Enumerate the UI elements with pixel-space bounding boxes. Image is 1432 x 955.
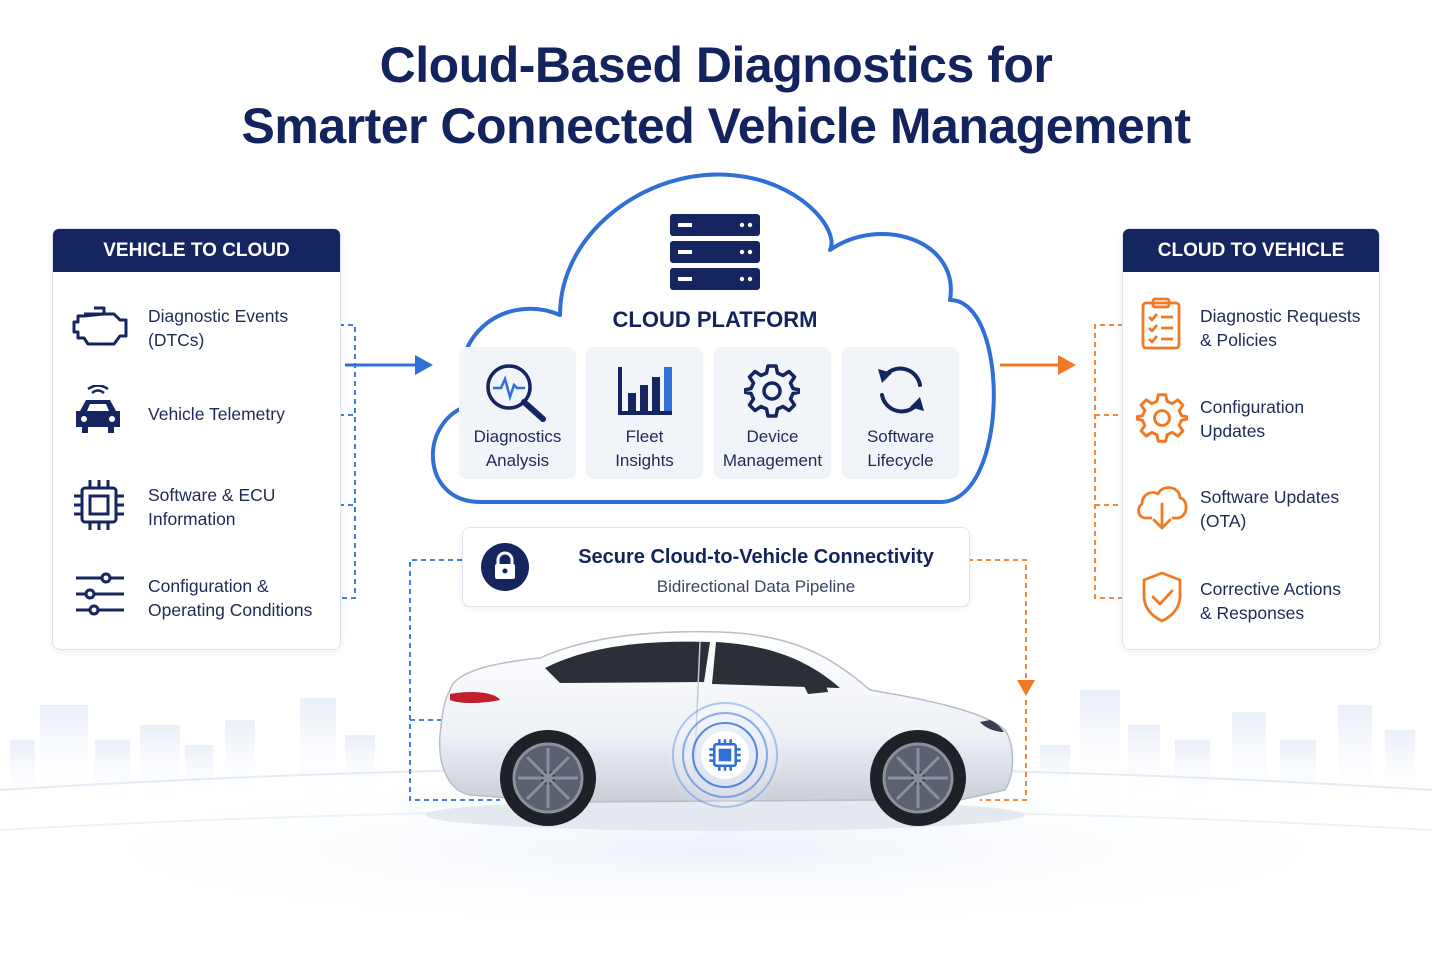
tile-software-lifecycle: Software Lifecycle [842,347,959,479]
page-title-line-1: Cloud-Based Diagnostics for [379,37,1053,93]
lock-icon [481,543,529,591]
left-item-label-4: Configuration & Operating Conditions [148,576,313,620]
cloud-platform-title: CLOUD PLATFORM [612,307,818,332]
server-icon [670,214,760,290]
tile-fleet-insights: Fleet Insights [586,347,703,479]
secure-connectivity-subtitle: Bidirectional Data Pipeline [656,577,856,596]
left-item-label-3: Software & ECU Information [148,485,276,529]
magnifier-pulse-icon [486,364,546,422]
cloud-to-vehicle-header: CLOUD TO VEHICLE [1123,229,1379,272]
secure-connectivity-box: Secure Cloud-to-Vehicle Connectivity Bid… [462,527,970,607]
chip-icon [709,739,741,771]
arrow-right-icon [1058,355,1076,375]
left-item-label-2: Vehicle Telemetry [148,404,285,424]
right-item-label-2: Configuration Updates [1200,397,1305,441]
vehicle-to-cloud-panel: VEHICLE TO CLOUD [52,228,341,650]
tile-label-device-management: Device Management [722,427,823,470]
left-item-label-1: Diagnostic Events (DTCs) [148,306,289,350]
arrow-down-icon [1017,680,1035,696]
shield-check-icon [1142,571,1182,623]
right-item-label-1: Diagnostic Requests & Policies [1200,306,1361,350]
tile-label-diagnostics-analysis: Diagnostics Analysis [473,427,562,470]
connected-car-icon [76,385,120,433]
tile-label-software-lifecycle: Software Lifecycle [866,427,935,470]
tile-device-management: Device Management [714,347,831,479]
engine-icon [72,306,128,346]
page-title-line-2: Smarter Connected Vehicle Management [241,98,1191,154]
arrow-right-icon [415,355,433,375]
gear-icon [1136,393,1188,443]
right-item-label-3: Software Updates (OTA) [1200,487,1340,531]
cloud-download-icon [1137,486,1188,530]
secure-connectivity-title: Secure Cloud-to-Vehicle Connectivity [578,546,934,568]
chip-icon [74,480,124,530]
clipboard-checklist-icon [1141,297,1181,350]
tile-label-fleet-insights: Fleet Insights [615,427,674,470]
refresh-icon [878,366,924,414]
tile-diagnostics-analysis: Diagnostics Analysis [459,347,576,479]
right-item-label-4: Corrective Actions & Responses [1200,579,1342,623]
bar-chart-icon [618,367,672,415]
gear-icon [744,364,800,418]
vehicle-to-cloud-header: VEHICLE TO CLOUD [53,229,340,272]
sliders-icon [76,572,124,616]
